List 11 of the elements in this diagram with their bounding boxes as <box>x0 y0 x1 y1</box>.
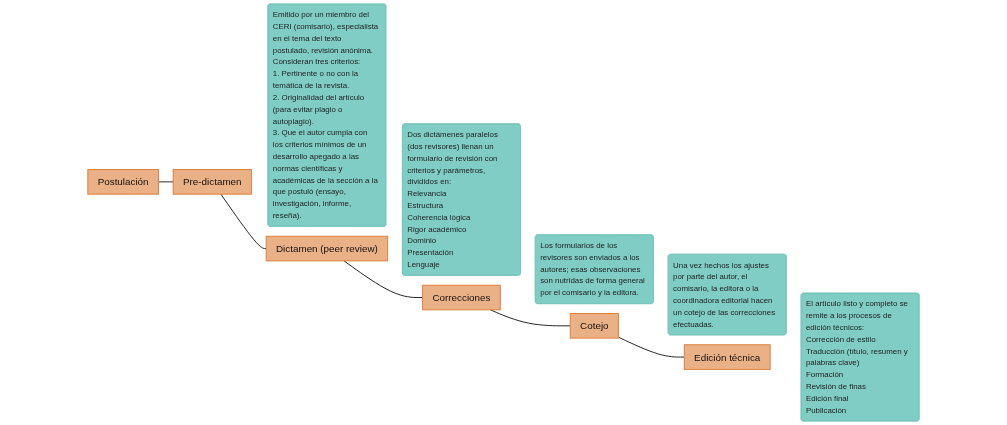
node-box: Dictamen (peer review) <box>265 235 389 262</box>
connector <box>343 260 424 298</box>
node-box: Postulación <box>87 169 159 195</box>
connector <box>617 336 685 358</box>
connector <box>489 309 571 327</box>
connector <box>220 193 267 250</box>
node-box: Pre-dictamen <box>172 169 252 195</box>
node-box: Edición técnica <box>683 344 771 370</box>
node-box: Cotejo <box>569 313 619 339</box>
node-box: Correcciones <box>422 284 501 311</box>
connector <box>157 181 174 183</box>
